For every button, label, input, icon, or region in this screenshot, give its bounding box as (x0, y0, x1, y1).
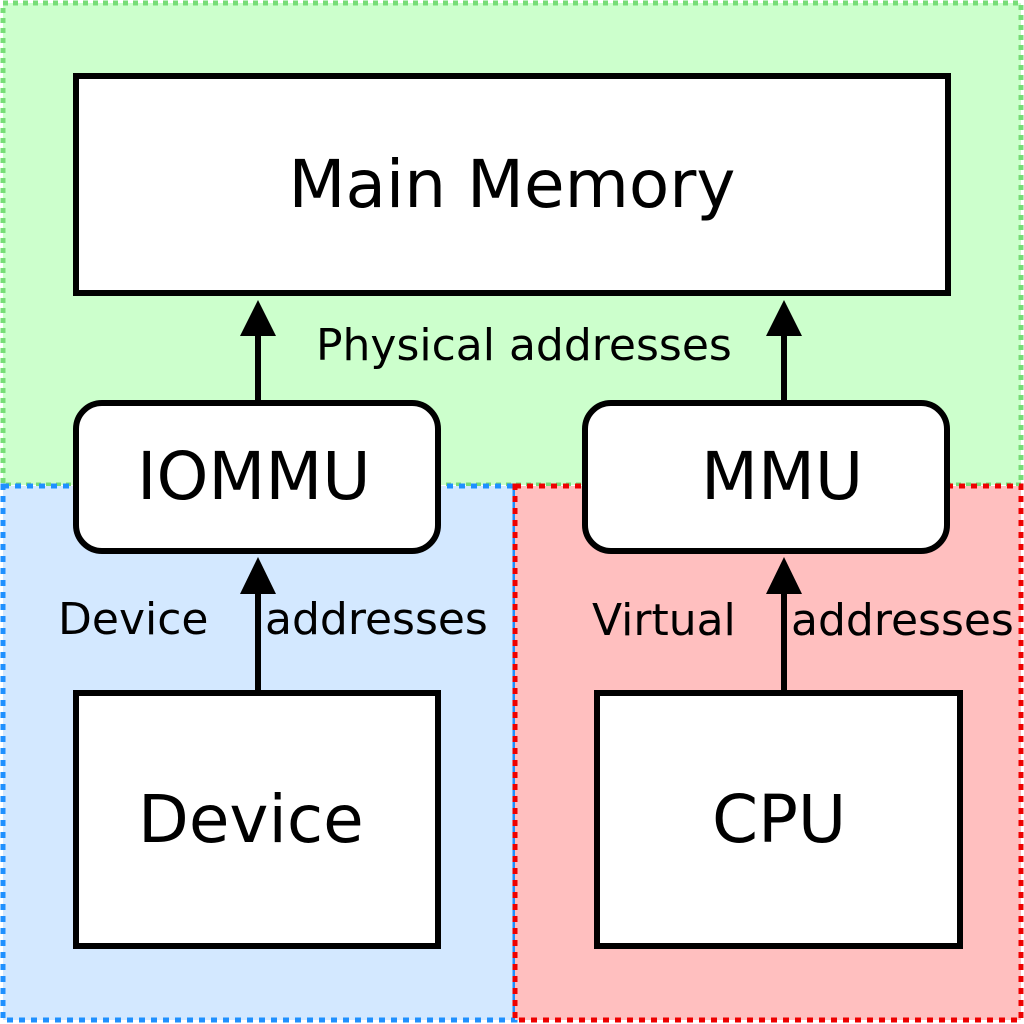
cpu-box (594, 690, 963, 949)
mmu-box (582, 400, 950, 554)
cpu-label: CPU (712, 780, 847, 858)
iommu-label: IOMMU (137, 438, 371, 515)
device-addresses-label-left: Device (58, 594, 209, 645)
virtual-addresses-label-right: addresses (791, 595, 1014, 646)
device-box (73, 690, 441, 949)
device-label: Device (138, 780, 364, 858)
iommu-box (73, 400, 441, 554)
device-addresses-label-right: addresses (265, 594, 488, 645)
main-memory-box (73, 73, 951, 296)
arrow-mmu-to-memory (766, 300, 802, 403)
physical-addresses-label: Physical addresses (316, 320, 732, 371)
arrow-cpu-to-mmu (766, 557, 802, 693)
virtual-addresses-label-left: Virtual (592, 595, 736, 646)
arrow-iommu-to-memory (240, 300, 276, 403)
arrow-device-to-iommu (240, 557, 276, 693)
main-memory-label: Main Memory (288, 145, 736, 223)
mmu-label: MMU (701, 438, 864, 515)
